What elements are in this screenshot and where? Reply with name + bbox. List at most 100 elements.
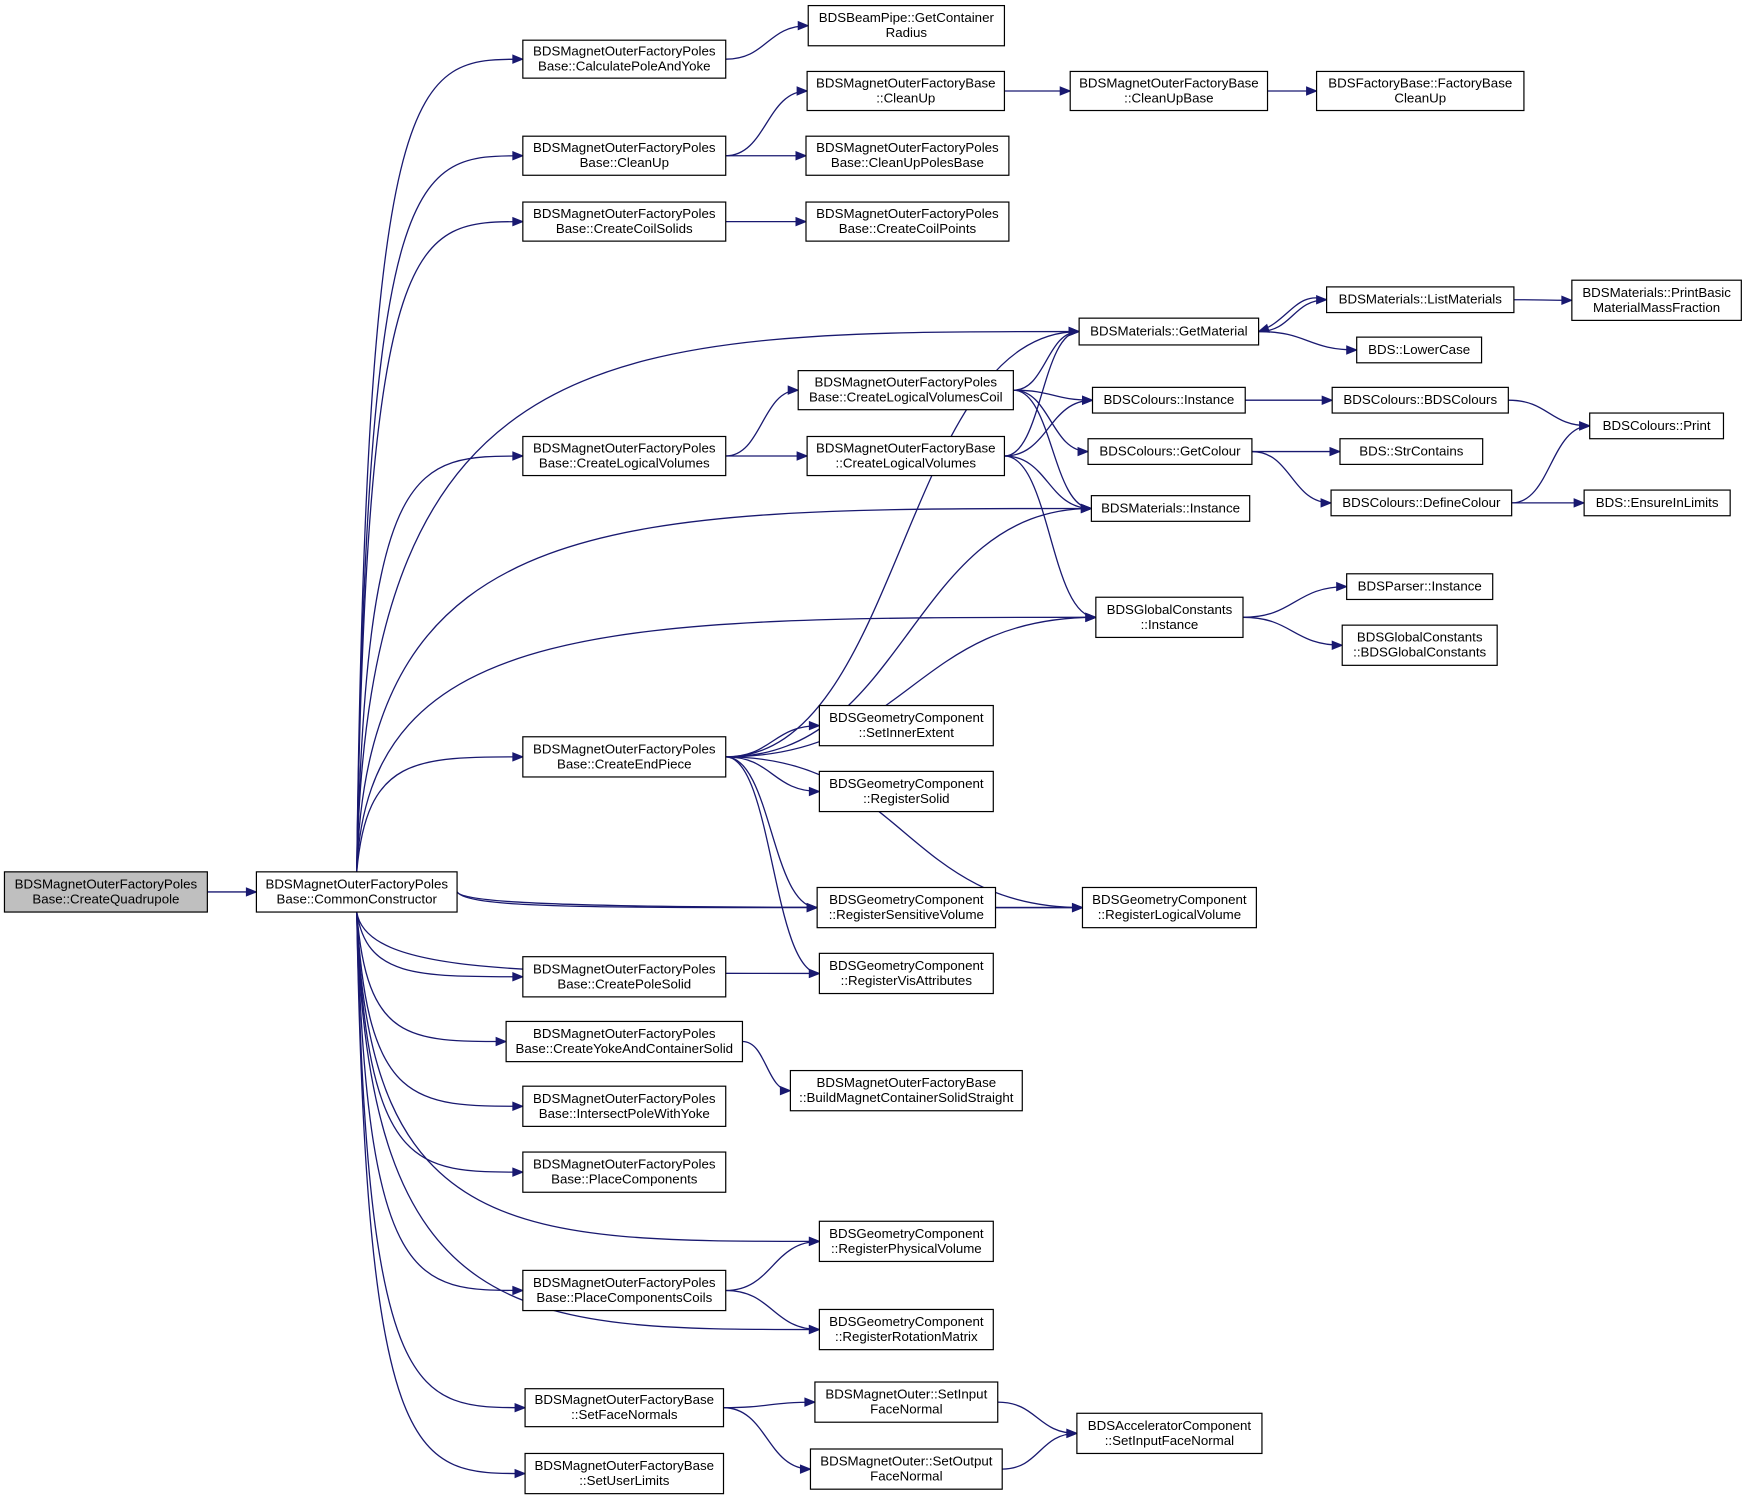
node-endpiece[interactable]: BDSMagnetOuterFactoryPolesBase::CreateEn… — [522, 736, 727, 778]
node-buildcont[interactable]: BDSMagnetOuterFactoryBase::BuildMagnetCo… — [789, 1069, 1023, 1112]
node-definecolour[interactable]: BDSColours::DefineColour — [1330, 489, 1513, 517]
node-label: MaterialMassFraction — [1593, 300, 1720, 315]
edge-arrowhead — [512, 1285, 525, 1296]
node-baselogvols[interactable]: BDSMagnetOuterFactoryBase::CreateLogical… — [806, 435, 1006, 477]
node-innerext[interactable]: BDSGeometryComponent::SetInnerExtent — [818, 704, 994, 747]
node-box — [255, 871, 458, 913]
edge-logvolscoil-to-getcolour — [1013, 389, 1089, 453]
edge-arrowhead — [808, 1236, 821, 1247]
node-regsens[interactable]: BDSGeometryComponent::RegisterSensitiveV… — [816, 886, 997, 929]
node-box — [524, 1388, 725, 1428]
node-box — [1589, 412, 1725, 440]
node-logvols[interactable]: BDSMagnetOuterFactoryPolesBase::CreateLo… — [522, 435, 727, 477]
node-box — [1091, 386, 1246, 414]
node-box — [522, 736, 727, 778]
node-getmat[interactable]: BDSMaterials::GetMaterial — [1078, 317, 1260, 346]
node-lowercase[interactable]: BDS::LowerCase — [1356, 336, 1483, 364]
node-ensure[interactable]: BDS::EnsureInLimits — [1583, 489, 1731, 517]
node-box — [818, 1220, 994, 1263]
node-colinst[interactable]: BDSColours::Instance — [1091, 386, 1246, 414]
node-label: ::BDSGlobalConstants — [1353, 645, 1486, 660]
node-box — [522, 39, 727, 79]
node-intersect[interactable]: BDSMagnetOuterFactoryPolesBase::Intersec… — [522, 1085, 727, 1127]
node-label: BDSMaterials::PrintBasic — [1582, 285, 1731, 300]
node-strcontains[interactable]: BDS::StrContains — [1339, 438, 1484, 465]
node-regrot[interactable]: BDSGeometryComponent::RegisterRotationMa… — [818, 1308, 994, 1351]
node-setinput[interactable]: BDSMagnetOuter::SetInputFaceNormal — [814, 1381, 999, 1423]
node-listmat[interactable]: BDSMaterials::ListMaterials — [1326, 286, 1515, 314]
node-globinst[interactable]: BDSGlobalConstants::Instance — [1095, 596, 1244, 639]
node-parser[interactable]: BDSParser::Instance — [1346, 573, 1494, 601]
node-box — [818, 704, 994, 747]
node-box — [524, 1452, 725, 1495]
node-setuser[interactable]: BDSMagnetOuterFactoryBase::SetUserLimits — [524, 1452, 725, 1495]
node-label: ::Instance — [1141, 617, 1199, 632]
node-label: FaceNormal — [870, 1469, 942, 1484]
edge-common-to-endpiece — [356, 756, 523, 872]
node-label: BDSGeometryComponent — [829, 776, 984, 791]
node-printbasic[interactable]: BDSMaterials::PrintBasicMaterialMassFrac… — [1571, 279, 1742, 321]
edge-arrowhead — [512, 150, 525, 161]
node-label: BDSGeometryComponent — [829, 1314, 984, 1329]
node-label: BDS::EnsureInLimits — [1596, 495, 1719, 510]
edge-setinput-to-accinput — [997, 1401, 1077, 1435]
node-box — [1069, 70, 1269, 112]
node-matinst[interactable]: BDSMaterials::Instance — [1090, 495, 1251, 522]
node-label: BDSMagnetOuterFactoryPoles — [533, 441, 716, 456]
node-basecleanup[interactable]: BDSMagnetOuterFactoryBase::CleanUp — [806, 70, 1006, 112]
node-yokecont[interactable]: BDSMagnetOuterFactoryPolesBase::CreateYo… — [505, 1020, 744, 1063]
edge-setface-to-setinput — [723, 1401, 815, 1409]
node-bdscolours[interactable]: BDSColours::BDSColours — [1331, 386, 1509, 414]
node-placecomp[interactable]: BDSMagnetOuterFactoryPolesBase::PlaceCom… — [522, 1151, 727, 1193]
node-box — [1331, 386, 1509, 414]
node-placecoils[interactable]: BDSMagnetOuterFactoryPolesBase::PlaceCom… — [522, 1269, 727, 1312]
node-label: BDSGlobalConstants — [1107, 602, 1233, 617]
node-logvolscoil[interactable]: BDSMagnetOuterFactoryPolesBase::CreateLo… — [797, 370, 1014, 411]
edge-arrowhead — [512, 54, 525, 64]
node-label: BDSColours::BDSColours — [1343, 392, 1497, 407]
node-cleanuppolesbase[interactable]: BDSMagnetOuterFactoryPolesBase::CleanUpP… — [805, 135, 1010, 176]
node-getcolour[interactable]: BDSColours::GetColour — [1087, 438, 1253, 465]
node-coilpoints[interactable]: BDSMagnetOuterFactoryPolesBase::CreateCo… — [805, 201, 1010, 242]
node-accinput[interactable]: BDSAcceleratorComponent::SetInputFaceNor… — [1076, 1412, 1263, 1455]
node-coilsolids[interactable]: BDSMagnetOuterFactoryPolesBase::CreateCo… — [522, 201, 727, 242]
node-regvis[interactable]: BDSGeometryComponent::RegisterVisAttribu… — [818, 952, 994, 995]
node-box — [1315, 70, 1525, 112]
edge-arrowhead — [514, 1402, 527, 1413]
node-setface[interactable]: BDSMagnetOuterFactoryBase::SetFaceNormal… — [524, 1388, 725, 1428]
edge-getmat-to-lowercase — [1258, 330, 1357, 351]
node-label: BDSMaterials::Instance — [1101, 500, 1240, 515]
node-label: BDSMaterials::ListMaterials — [1339, 292, 1503, 307]
edge-arrowhead — [799, 1464, 812, 1474]
edge-arrowhead — [512, 1101, 525, 1112]
node-regphys[interactable]: BDSGeometryComponent::RegisterPhysicalVo… — [818, 1220, 994, 1263]
edge-arrowhead — [512, 216, 525, 227]
edge-arrowhead — [787, 385, 800, 395]
node-colprint[interactable]: BDSColours::Print — [1589, 412, 1725, 440]
node-common[interactable]: BDSMagnetOuterFactoryPolesBase::CommonCo… — [255, 871, 458, 913]
node-globctor[interactable]: BDSGlobalConstants::BDSGlobalConstants — [1341, 624, 1498, 666]
node-label: FaceNormal — [870, 1402, 942, 1417]
node-box — [807, 4, 1006, 47]
node-reglog[interactable]: BDSGeometryComponent::RegisterLogicalVol… — [1081, 886, 1257, 929]
node-calcpole[interactable]: BDSMagnetOuterFactoryPolesBase::Calculat… — [522, 39, 727, 79]
node-label: ::RegisterLogicalVolume — [1098, 907, 1241, 922]
edge-endpiece-to-regsolid — [725, 756, 820, 793]
edge-setface-to-setoutput — [723, 1407, 811, 1470]
node-regsolid[interactable]: BDSGeometryComponent::RegisterSolid — [818, 770, 994, 813]
edge-common-to-placecoils — [356, 912, 523, 1292]
call-edges — [207, 20, 1592, 1479]
node-box — [3, 871, 208, 913]
node-cleanupbase[interactable]: BDSMagnetOuterFactoryBase::CleanUpBase — [1069, 70, 1269, 112]
edge-common-to-setuser — [356, 912, 526, 1475]
node-box — [1087, 438, 1253, 465]
edge-arrowhead — [796, 86, 809, 96]
node-polesolid[interactable]: BDSMagnetOuterFactoryPolesBase::CreatePo… — [522, 956, 727, 998]
node-box — [806, 435, 1006, 477]
node-label: CleanUp — [1394, 90, 1446, 105]
edge-endpiece-to-regvis — [725, 756, 820, 975]
